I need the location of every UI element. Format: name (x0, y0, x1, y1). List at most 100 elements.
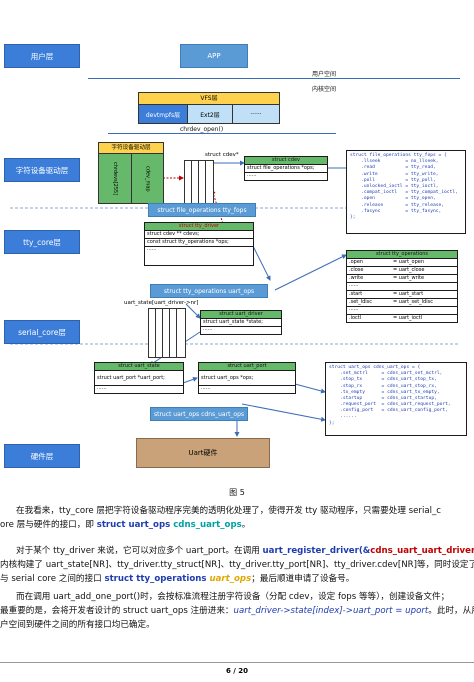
para2-line2: 内核构建了 uart_state[NR]、tty_driver.tty_stru… (0, 560, 474, 570)
para1-end: 。 (241, 520, 251, 530)
para2-line1: 对于某个 tty_driver 来说，它可以对应多个 uart_port。在调用… (16, 544, 474, 558)
tty-operations-title: struct tty_operations (347, 251, 457, 259)
para2-line3: 与 serial core 之间的接口 struct tty_operation… (0, 572, 474, 586)
page-number: 6 / 20 (225, 667, 249, 675)
tty-operations-box: struct tty_operations .open = uart_open .c… (346, 250, 458, 323)
uart-driver-state: struct uart_state *state; (201, 319, 281, 327)
cdev-array (184, 160, 214, 204)
tty-operations-field: .start (349, 291, 363, 297)
para3-line3: 户空间到硬件之间的所有接口均已确定。 (0, 620, 155, 630)
tty-operations-value: = uart_start (393, 291, 424, 297)
uart-driver-title: struct uart_driver (201, 311, 281, 319)
para2-l1-func: uart_register_driver(& (262, 546, 371, 556)
uart-port-box: struct uart_port struct uart_ops *ops; ·… (198, 362, 296, 394)
uart-port-more: ······ (201, 386, 211, 392)
tty-fops-code: struct file_operations tty_fops = { .lls… (346, 150, 466, 234)
tty-ops-bar: struct tty_operations uart_ops (150, 284, 268, 298)
para2-l1-arg: cdns_uart_uart_driver (370, 546, 474, 556)
tty-operations-value: = uart_set_ldisc (393, 299, 433, 305)
tty-operations-row: .write = uart_write (347, 275, 457, 283)
tty-operations-field: .set_ldisc (349, 299, 373, 305)
uart-port-title: struct uart_port (199, 363, 295, 371)
cdev-map: cdev_map (144, 165, 151, 192)
uart-hardware-box: Uart硬件 (136, 438, 270, 468)
tty-operations-value: = uart_open (393, 259, 425, 265)
user-kernel-divider (88, 78, 460, 79)
chrdevs-array: chrdevs[255] (111, 161, 118, 196)
uart-state-title: struct uart_state (95, 363, 183, 371)
para3-l2-end: 。此时，从用 (428, 606, 474, 616)
tty-operations-row: .ioctl = uart_ioctl (347, 315, 457, 322)
uart-ops-bar: struct uart_ops cdns_uart_ops (150, 407, 248, 421)
tty-operations-row: ······ (347, 283, 457, 291)
uart-state-array-label: uart_state[uart_driver->nr] (124, 300, 199, 306)
tty-operations-row: .start = uart_start (347, 291, 457, 299)
uart-driver-more: ······ (203, 327, 213, 333)
vfs-box: VFS层 devtmpfs层 Ext2层 ······ (138, 92, 280, 124)
tty-operations-row: ······ (347, 307, 457, 315)
tty-operations-row: .close = uart_close (347, 267, 457, 275)
figure-caption: 图 5 (229, 488, 245, 497)
tty-operations-value: = uart_write (393, 275, 425, 281)
tty-fops-bar: struct file_operations tty_fops (148, 203, 256, 217)
tty-driver-box: struct tty_driver struct cdev ** cdevs; … (144, 222, 254, 266)
vfs-more: ······ (233, 105, 279, 123)
struct-cdev-ops: struct file_operations *ops; (245, 165, 327, 173)
struct-cdev-box: struct cdev struct file_operations *ops;… (244, 156, 328, 181)
devtmpfs-box: devtmpfs层 (139, 105, 188, 123)
para2-l1-text: 对于某个 tty_driver 来说，它可以对应多个 uart_port。在调用 (16, 546, 263, 556)
hardware-layer: 硬件层 (4, 444, 80, 468)
tty-core-layer: tty_core层 (4, 230, 80, 254)
tty-operations-field: .close (349, 267, 364, 273)
char-driver-layer: 字符设备驱动层 (4, 158, 80, 182)
para3-line1: 而在调用 uart_add_one_port()时，会按标准流程注册字符设备（分… (16, 592, 450, 602)
struct-cdev-title: struct cdev (245, 157, 327, 165)
chrdev-open-line (108, 133, 336, 134)
footer-rule (0, 662, 474, 663)
para2-l3-uartops: uart_ops (206, 574, 252, 584)
struct-cdev-more: ······ (247, 173, 257, 179)
user-layer: 用户层 (4, 44, 80, 68)
cdev-ptr-label: struct cdev* (205, 152, 239, 158)
tty-driver-title: struct tty_driver (145, 223, 253, 231)
para2-l3-text: 与 serial core 之间的接口 (0, 574, 105, 584)
para1-text: ore 层与硬件的接口，即 (0, 520, 97, 530)
uart-driver-box: struct uart_driver struct uart_state *st… (200, 310, 282, 335)
tty-operations-field: .write (349, 275, 364, 281)
uart-state-more: ······ (97, 386, 107, 392)
app-box: APP (180, 44, 248, 68)
user-space-label: 用户空间 (312, 71, 337, 78)
char-driver-box: 字符设备驱动层 chrdevs[255] cdev_map (98, 142, 164, 204)
para3-l2-code: uart_driver->state[index]->uart_port = u… (233, 606, 429, 616)
para1-struct: struct uart_ops (96, 520, 171, 530)
para2-l3-end: ；最后顺道申请了设备号。 (251, 574, 355, 584)
cdns-uart-ops-code: struct uart_ops cdns_uart_ops = { .set_m… (325, 362, 467, 436)
vfs-title: VFS层 (139, 93, 279, 105)
char-driver-box-title: 字符设备驱动层 (99, 143, 163, 154)
para1-line2: ore 层与硬件的接口，即 struct uart_ops cdns_uart_… (0, 518, 474, 532)
tty-driver-cdevs: struct cdev ** cdevs; (145, 231, 253, 239)
tty-driver-more: ······ (147, 247, 157, 253)
chrdev-open-label: chrdev_open() (180, 126, 224, 133)
uart-port-ops: struct uart_ops *ops; (199, 371, 295, 386)
tty-operations-field: ······ (349, 283, 359, 289)
tty-operations-value: = uart_ioctl (393, 315, 423, 321)
para3-line2: 最重要的是，会将开发者设计的 struct uart_ops 注册进来：uart… (0, 604, 474, 618)
para1-line1: 在我看来，tty_core 层把字符设备驱动程序完美的透明化处理了，使得开发 t… (16, 506, 442, 516)
tty-operations-row: .set_ldisc = uart_set_ldisc (347, 299, 457, 307)
tty-operations-field: .open (349, 259, 364, 265)
tty-operations-field: ······ (349, 307, 359, 313)
serial-core-layer: serial_core层 (4, 320, 80, 344)
tty-driver-ops: const struct tty_operations *ops; (145, 239, 253, 247)
uart-state-port: struct uart_port *uart_port; (95, 371, 183, 386)
uart-state-array (148, 308, 186, 358)
tty-operations-field: .ioctl (349, 315, 362, 321)
uart-state-box: struct uart_state struct uart_port *uart… (94, 362, 184, 394)
tty-operations-row: .open = uart_open (347, 259, 457, 267)
para3-l2-text: 最重要的是，会将开发者设计的 struct uart_ops 注册进来： (0, 606, 234, 616)
tty-operations-value: = uart_close (393, 267, 425, 273)
para2-l3-struct: struct tty_operations (104, 574, 207, 584)
para1-cdns: cdns_uart_ops (170, 520, 242, 530)
ext2-box: Ext2层 (188, 105, 233, 123)
kernel-space-label: 内核空间 (312, 86, 337, 93)
